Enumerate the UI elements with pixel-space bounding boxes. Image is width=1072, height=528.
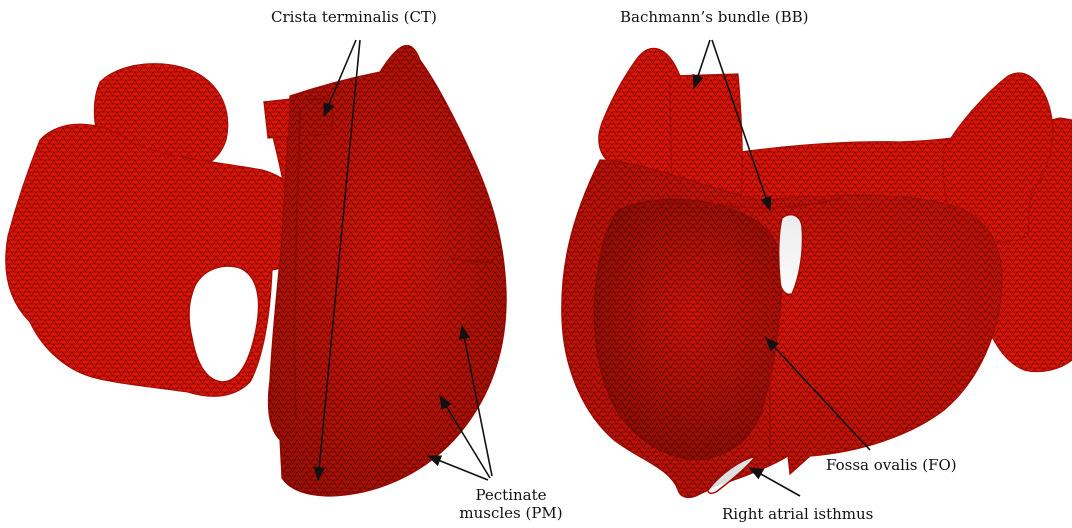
label-pectinate-line1: Pectinate <box>456 486 566 504</box>
label-pectinate-muscles: Pectinate muscles (PM) <box>456 486 566 522</box>
right-atrium-model <box>562 48 1072 497</box>
label-crista-terminalis: Crista terminalis (CT) <box>271 8 437 26</box>
left-front-shade <box>268 45 506 496</box>
label-right-atrial-isthmus: Right atrial isthmus <box>722 505 873 523</box>
left-body <box>6 124 306 396</box>
label-fossa-ovalis: Fossa ovalis (FO) <box>826 456 957 474</box>
label-pectinate-line2: muscles (PM) <box>456 504 566 522</box>
right-body-shade <box>562 160 1002 497</box>
label-bachmanns-bundle: Bachmann’s bundle (BB) <box>620 8 808 26</box>
left-atrium-model <box>6 45 506 496</box>
